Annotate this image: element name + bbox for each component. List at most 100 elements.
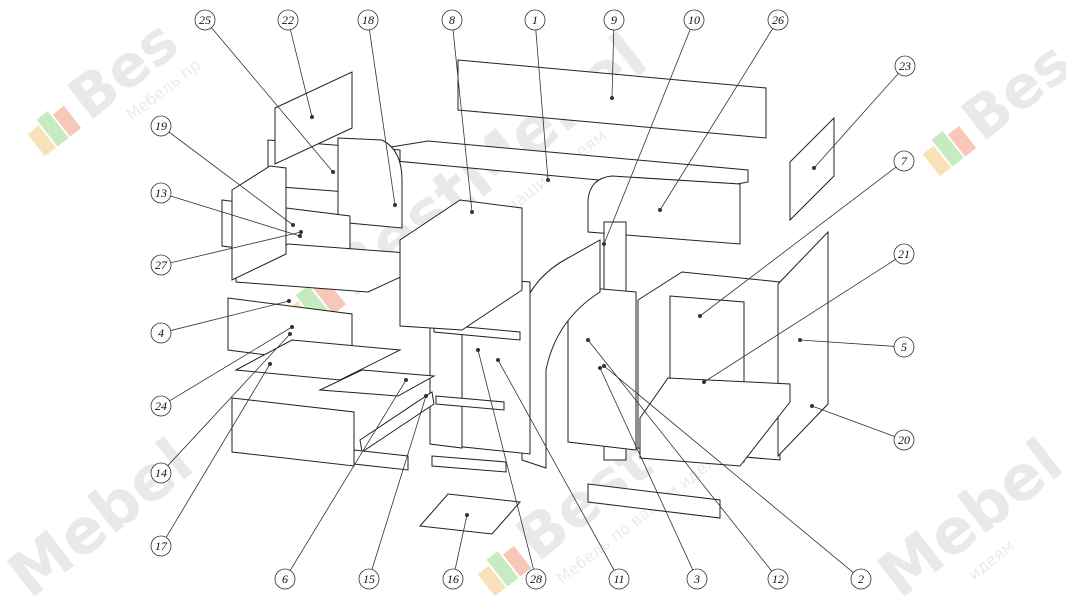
leader-dot <box>330 169 335 174</box>
leader-dot <box>403 377 408 382</box>
leader-dot <box>297 233 302 238</box>
leader-dot <box>698 313 703 318</box>
callout-18: 18 <box>357 9 397 207</box>
callout-bubble <box>150 535 172 557</box>
callout-28: 28 <box>475 347 547 590</box>
leader-dot <box>812 165 817 170</box>
leader-dot <box>464 513 469 518</box>
callout-1: 1 <box>524 9 551 182</box>
callout-27: 27 <box>150 229 303 276</box>
leader-dot <box>610 96 615 101</box>
watermark-logo-top-left: Bes Мебель пр <box>27 7 204 157</box>
leader-dot <box>702 379 707 384</box>
callout-2: 2 <box>602 363 872 590</box>
leader-line <box>452 29 473 213</box>
leader-dot <box>546 177 551 182</box>
callout-20: 20 <box>810 403 915 451</box>
panel-11 <box>521 239 601 469</box>
callout-number: 6 <box>282 572 288 586</box>
leader-dot <box>392 202 397 207</box>
leader-dot <box>495 357 500 362</box>
leader-line <box>371 395 427 570</box>
callout-bubble <box>441 9 463 31</box>
callout-bubble <box>767 9 789 31</box>
leader-dot <box>810 403 815 408</box>
callout-number: 11 <box>613 572 624 586</box>
callout-bubble <box>686 568 708 590</box>
callout-number: 10 <box>688 13 700 27</box>
panel-5 <box>777 230 829 458</box>
panel-15 <box>359 391 435 453</box>
callout-bubble <box>893 243 915 265</box>
panel-20 <box>639 377 791 467</box>
watermark-logo-right: Bes <box>922 28 1066 177</box>
callout-bubble <box>150 462 172 484</box>
leader-line <box>659 28 774 211</box>
callout-number: 18 <box>362 13 374 27</box>
leader-dot <box>267 361 272 366</box>
callout-bubble <box>893 336 915 358</box>
callout-number: 1 <box>532 13 538 27</box>
panel-14 <box>231 397 355 467</box>
callout-bubble <box>150 322 172 344</box>
callout-bubble <box>442 568 464 590</box>
panel-plinth-left <box>431 455 507 473</box>
leader-line <box>369 29 396 206</box>
leader-line <box>165 363 271 538</box>
callout-bubble <box>357 9 379 31</box>
leader-line <box>603 365 854 573</box>
leader-line <box>599 367 694 571</box>
callout-number: 3 <box>693 572 700 586</box>
leader-dot <box>798 337 803 342</box>
callout-bubble <box>683 9 705 31</box>
leader-line <box>611 29 615 99</box>
watermark-brand-right: Bes <box>949 28 1066 154</box>
callout-4: 4 <box>150 298 291 344</box>
callout-number: 27 <box>155 258 168 272</box>
leader-line <box>477 349 534 570</box>
panel-13 <box>234 339 402 381</box>
leader-dot <box>602 363 607 368</box>
leader-line <box>799 339 895 347</box>
panel-16 <box>418 493 522 535</box>
callout-number: 13 <box>155 186 167 200</box>
watermark-brand-bottom-right: Mebel <box>864 424 1066 600</box>
callout-number: 22 <box>282 13 294 27</box>
callout-22: 22 <box>277 9 314 120</box>
leader-dot <box>423 393 428 398</box>
panel-23 <box>789 116 835 222</box>
callout-3: 3 <box>598 365 708 590</box>
callout-26: 26 <box>658 9 789 212</box>
leader-line <box>699 166 897 317</box>
callout-24: 24 <box>150 324 294 417</box>
leader-dot <box>475 347 480 352</box>
callout-number: 4 <box>158 326 164 340</box>
leader-line <box>170 195 301 237</box>
panel-18 <box>337 137 403 229</box>
callout-bubble <box>358 568 380 590</box>
callout-6: 6 <box>274 377 408 590</box>
callout-8: 8 <box>441 9 474 214</box>
callout-number: 25 <box>199 13 211 27</box>
callout-23: 23 <box>812 55 916 170</box>
callout-bubble <box>150 182 172 204</box>
callout-number: 21 <box>898 247 910 261</box>
callout-number: 19 <box>155 119 167 133</box>
leader-line <box>290 29 313 118</box>
callout-bubble <box>274 568 296 590</box>
furniture-drawing <box>221 59 835 535</box>
leader-dot <box>586 337 591 342</box>
callout-number: 7 <box>901 154 908 168</box>
callout-25: 25 <box>194 9 335 174</box>
callout-number: 15 <box>363 572 375 586</box>
callout-number: 9 <box>611 13 617 27</box>
rail-bar <box>435 395 505 411</box>
leader-line <box>603 29 691 245</box>
callout-number: 23 <box>899 59 911 73</box>
callout-bubble <box>608 568 630 590</box>
leader-dot <box>309 115 314 120</box>
panel-8 <box>399 199 523 331</box>
leader-line <box>813 73 899 169</box>
leader-dot <box>287 331 292 336</box>
callout-bubble <box>194 9 216 31</box>
